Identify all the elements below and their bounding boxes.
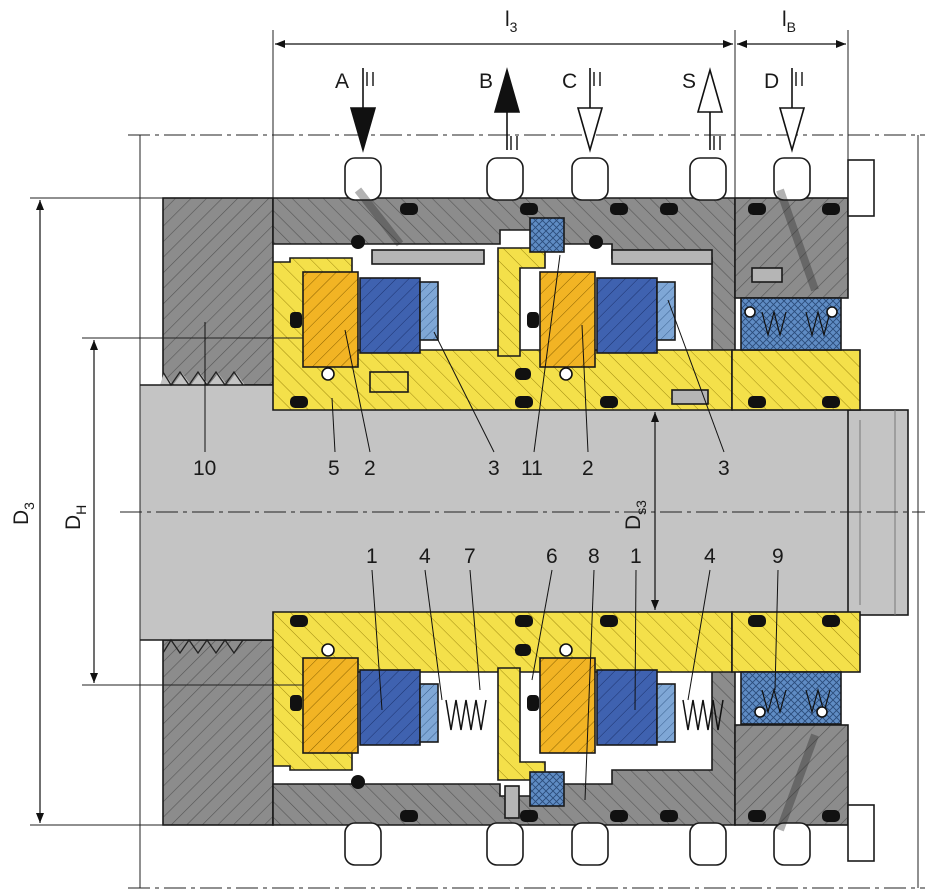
- port-bosses-top: [344, 157, 811, 201]
- part-number-leaders: [204, 254, 779, 801]
- port-label: B: [479, 70, 493, 93]
- housing-lower: [162, 639, 875, 862]
- part-number: 6: [546, 545, 558, 568]
- thrust-rings: [419, 281, 676, 743]
- port-c-arrow: C: [562, 68, 604, 153]
- port-label: D: [764, 70, 779, 93]
- part-number: 10: [193, 457, 216, 480]
- extension-lines: [30, 30, 849, 826]
- dimension-arrows: [36, 40, 846, 823]
- pins: [354, 187, 819, 832]
- dim-D3-label: D3: [10, 502, 37, 525]
- part-number: 4: [419, 545, 431, 568]
- port-bosses-bottom: [344, 822, 811, 866]
- springs: [445, 699, 724, 731]
- port-label: A: [335, 70, 349, 93]
- part-number-labels: 10 5 2 3 11 2 3 1 4 7 6 8 1 4 9: [193, 457, 784, 568]
- port-d-arrow: D: [764, 68, 806, 153]
- dim-Ds3-label: Ds3: [622, 500, 649, 530]
- o-rings: [290, 203, 840, 822]
- part-number: 2: [582, 457, 594, 480]
- port-label: C: [562, 70, 577, 93]
- port-label: S: [682, 70, 696, 93]
- part-number: 4: [704, 545, 716, 568]
- lip-seals: [529, 217, 842, 807]
- port-b-arrow: B: [479, 67, 521, 150]
- dim-lB-label: lB: [782, 8, 796, 35]
- stationary-seal-rings: [359, 277, 658, 746]
- part-number: 5: [328, 457, 340, 480]
- part-number: 3: [488, 457, 500, 480]
- dim-DH-label: DH: [62, 505, 89, 530]
- rotating-seal-rings: [302, 271, 596, 754]
- part-number: 1: [366, 545, 378, 568]
- part-number: 11: [521, 457, 543, 480]
- part-number: 9: [772, 545, 784, 568]
- port-s-arrow: S: [682, 67, 724, 150]
- port-a-arrow: A: [335, 68, 377, 153]
- dim-l3-label: l3: [505, 8, 518, 35]
- small-rings: [321, 306, 838, 718]
- part-number: 1: [630, 545, 642, 568]
- part-number: 8: [588, 545, 600, 568]
- part-number: 3: [718, 457, 730, 480]
- part-number: 7: [464, 545, 476, 568]
- part-number: 2: [364, 457, 376, 480]
